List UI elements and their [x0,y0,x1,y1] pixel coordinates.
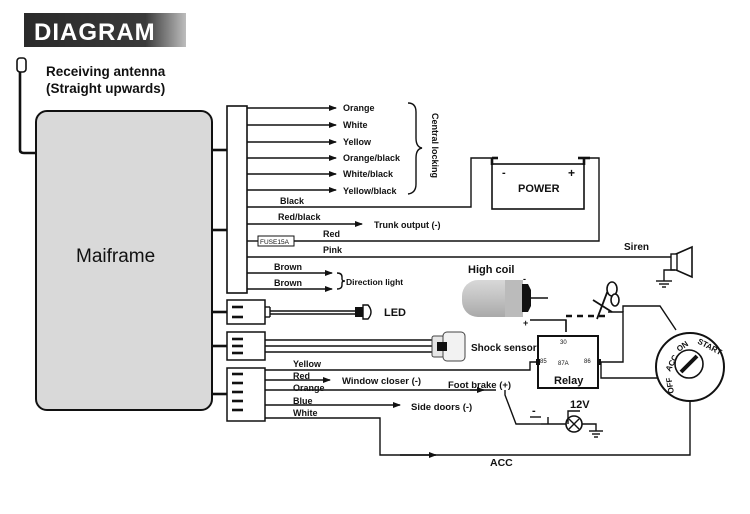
antenna-tip-icon [16,57,27,73]
switch-minus: - [532,405,536,417]
wire-label-yellow: Yellow [343,137,372,147]
wire-label-orange: Orange [343,103,375,113]
mainframe-label: Maiframe [76,246,155,267]
wire-label-red: Red [323,229,340,239]
wire-label-pink: Pink [323,245,343,255]
page-title: DIAGRAM [34,19,156,46]
siren-label: Siren [624,242,649,253]
relay-label: Relay [554,375,584,387]
direction-light-label: Direction light [346,277,403,287]
bottom-wires: Yellow Red Window closer (-) Orange Foot… [265,359,691,469]
central-locking-label: Central locking [430,113,440,178]
lower-connector [212,367,266,422]
antenna: Receiving antenna (Straight upwards) [16,57,166,155]
wire-label-yellow: Yellow [293,359,322,369]
wire-label-red-black: Red/black [278,212,322,222]
wire-label-brown-1: Brown [274,262,302,272]
acc-label: ACC [490,457,513,469]
mainframe: Maiframe [35,110,213,411]
power-minus: - [502,167,506,179]
power-plus: + [568,166,575,180]
shock-sensor-connector: Shock sensor [212,331,537,362]
brace-small-icon [336,272,346,290]
high-coil-plus: + [523,318,528,328]
wire-label-blue: Blue [293,396,313,406]
ignition-off: OFF [664,377,676,394]
relay: 30 85 87A 86 Relay [536,281,677,389]
v12-label: 12V [570,399,590,411]
antenna-label-1: Receiving antenna [46,64,166,79]
wire-label-orange-black: Orange/black [343,153,401,163]
power-label: POWER [518,183,560,195]
window-closer-label: Window closer (-) [342,376,421,387]
power-supply: - + POWER [490,156,590,210]
central-locking-wires: Orange White Yellow Orange/black White/b… [247,102,440,196]
shock-sensor-icon [431,331,466,362]
wire-label-white-bottom: White [293,408,318,418]
brake-light-circuit: 12V - [530,399,603,438]
header: DIAGRAM [24,13,186,47]
wire-label-yellow-black: Yellow/black [343,186,398,196]
wire-label-brown-2: Brown [274,278,302,288]
direction-light-wires: Brown Brown Direction light [247,262,403,292]
relay-pin-87a: 87A [558,361,569,367]
relay-pin-86: 86 [584,359,591,365]
trunk-output-label: Trunk output (-) [374,220,440,230]
foot-brake-label: Foot brake (+) [448,380,511,391]
led-label: LED [384,307,406,319]
wire-label-black: Black [280,196,305,206]
high-coil: High coil - + [462,264,567,332]
ignition-switch: ACC ON START OFF [655,332,725,402]
wire-label-red-bottom: Red [293,371,310,381]
siren-icon [656,245,693,288]
wire-label-orange-bottom: Orange [293,383,325,393]
side-doors-label: Side doors (-) [411,402,472,413]
brace-icon [407,102,423,195]
fuse-label: FUSE15A [260,239,290,246]
relay-pin-30: 30 [560,340,567,346]
shock-sensor-label: Shock sensor [471,343,537,354]
high-coil-label: High coil [468,264,514,276]
led-connector: LED [212,299,406,325]
wire-label-white: White [343,120,368,130]
scissors-icon [592,281,620,320]
antenna-label-2: (Straight upwards) [46,81,165,96]
main-connector [212,105,248,294]
wire-label-white-black: White/black [343,169,394,179]
power-wires: Black Red/black Trunk output (-) FUSE15A… [247,157,675,258]
led-icon [355,304,372,320]
high-coil-minus: - [523,274,526,284]
relay-pin-85: 85 [540,359,547,365]
